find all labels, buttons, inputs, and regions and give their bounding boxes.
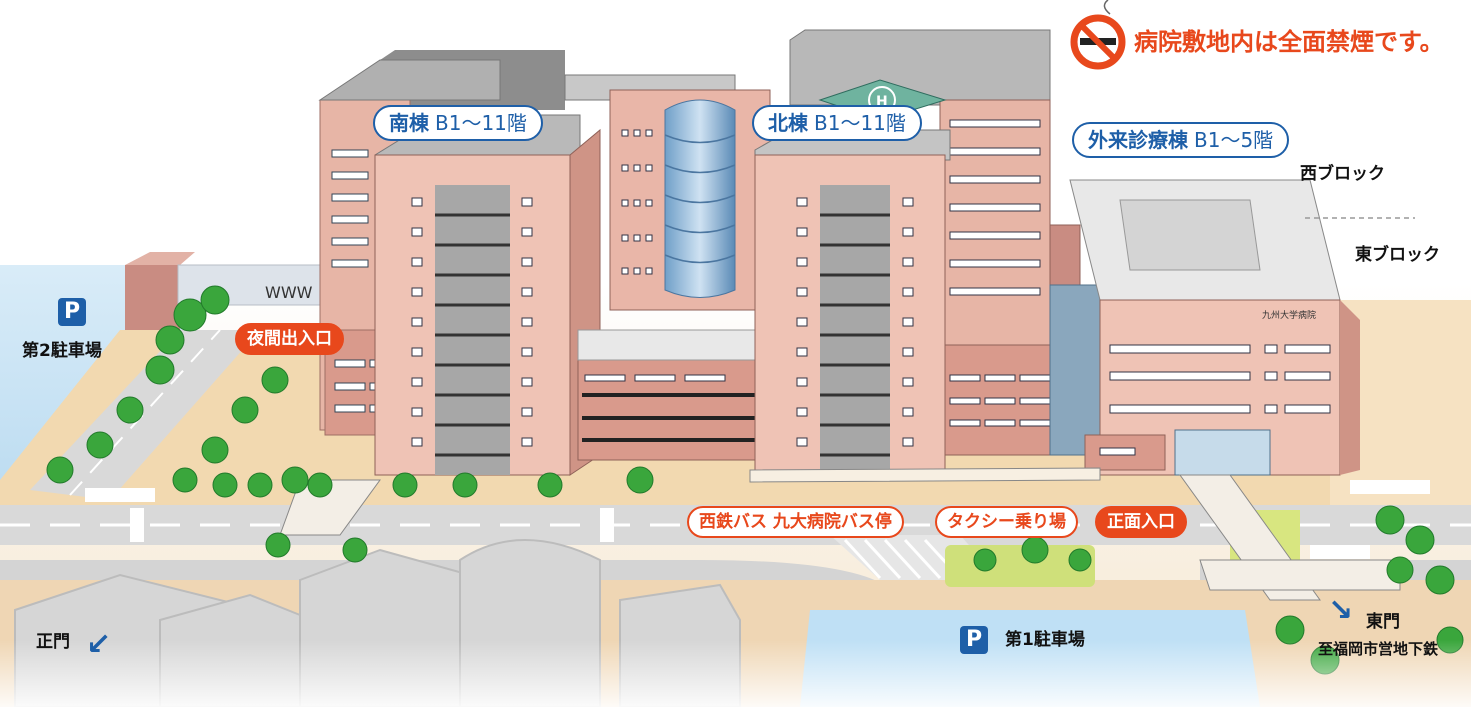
south-building-name: 南棟 xyxy=(389,111,429,135)
outpatient-building-floors: B1〜5階 xyxy=(1194,128,1274,152)
parking-2-label[interactable]: 第2駐車場 xyxy=(22,341,102,361)
taxi-stand-label[interactable]: タクシー乗り場 xyxy=(935,506,1078,538)
outpatient-building: 九州大学病院 xyxy=(1049,179,1360,476)
subway-direction-label: 至福岡市営地下鉄 xyxy=(1318,640,1439,658)
outpatient-building-name: 外来診療棟 xyxy=(1088,128,1188,152)
trees xyxy=(46,285,1464,675)
no-smoking-notice: 病院敷地内は全面禁煙です。 xyxy=(1134,28,1444,56)
svg-text:WWW: WWW xyxy=(265,283,313,302)
east-gate-label[interactable]: 東門 xyxy=(1366,612,1400,632)
main-entrance-label[interactable]: 正面入口 xyxy=(1095,506,1187,538)
glass-cylinder xyxy=(664,99,736,298)
east-block-label: 東ブロック xyxy=(1355,245,1440,265)
no-smoking-icon xyxy=(1070,0,1126,70)
canopy xyxy=(279,467,1401,601)
night-entrance-label[interactable]: 夜間出入口 xyxy=(235,323,344,355)
hospital-sign: 九州大学病院 xyxy=(1262,309,1316,321)
center-section xyxy=(564,74,771,461)
main-gate-arrow-icon: ↙ xyxy=(86,627,112,662)
parking-1-label[interactable]: 第1駐車場 xyxy=(1005,630,1085,650)
north-building-name: 北棟 xyxy=(768,111,808,135)
bus-stop-label[interactable]: 西鉄バス 九大病院バス停 xyxy=(687,506,904,538)
svg-text:H: H xyxy=(876,94,888,110)
south-building-floors: B1〜11階 xyxy=(435,111,527,135)
left-road xyxy=(30,330,260,500)
south-tower xyxy=(374,114,601,476)
main-gate-label[interactable]: 正門 xyxy=(36,632,70,652)
parking-2-icon: P xyxy=(58,298,86,326)
north-tower xyxy=(754,129,1056,476)
east-gate-arrow-icon: ↘ xyxy=(1328,593,1354,628)
north-building-floors: B1〜11階 xyxy=(814,111,906,135)
west-block-label: 西ブロック xyxy=(1300,164,1385,184)
parking-1-icon: P xyxy=(960,626,988,654)
